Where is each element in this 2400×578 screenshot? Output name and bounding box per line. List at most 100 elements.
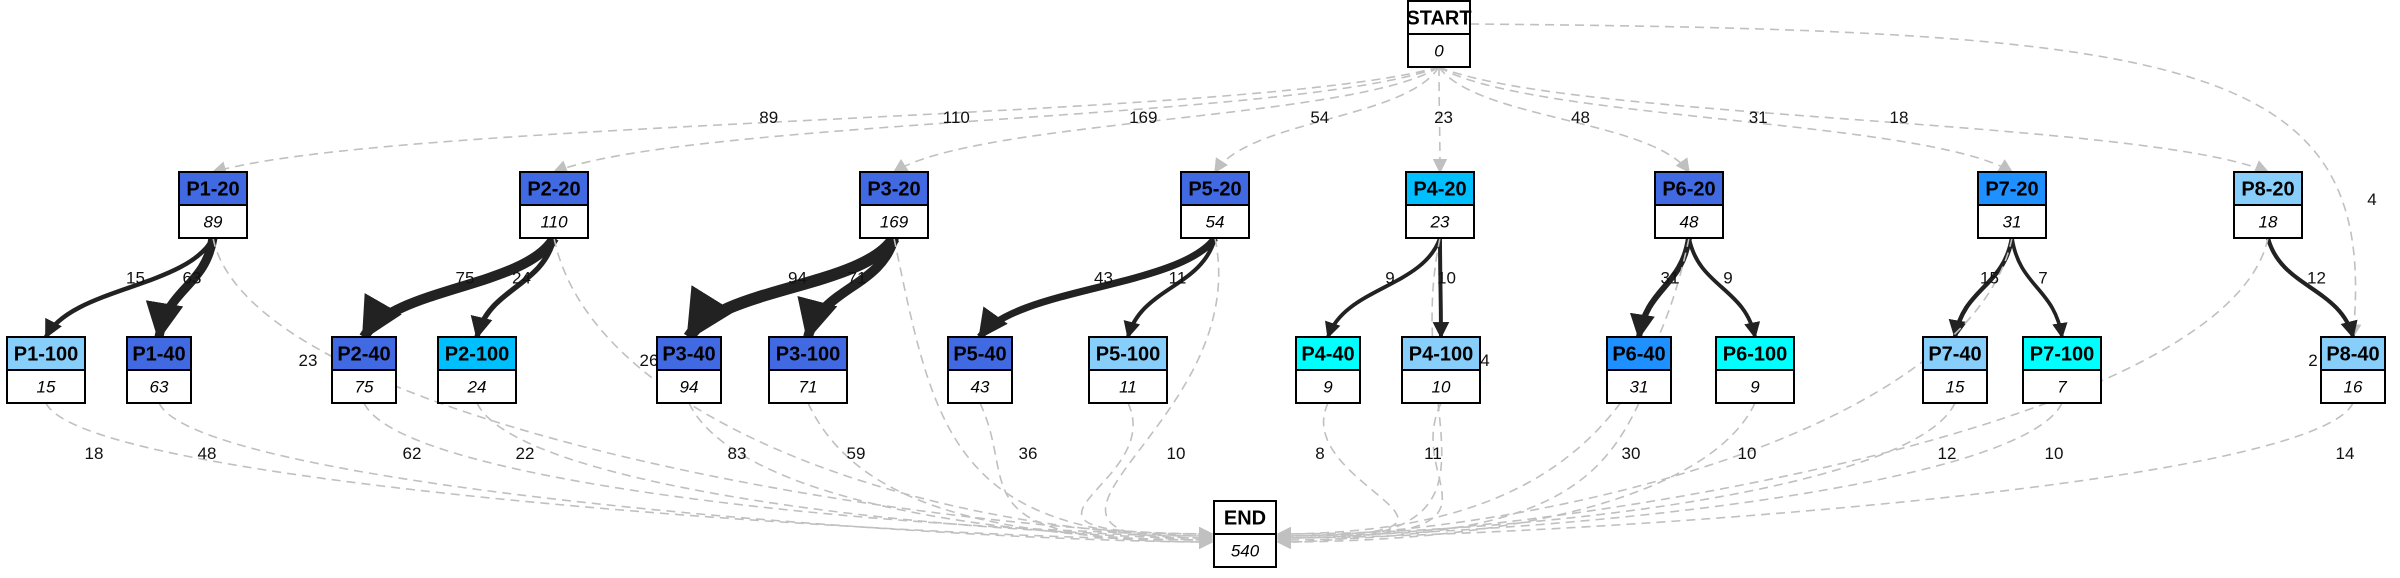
edge-p3-20-to-end <box>893 237 1214 546</box>
node-label: P3-100 <box>776 344 841 366</box>
node-label: P7-100 <box>2030 344 2095 366</box>
edge-label-p2-20-to-end: 26 <box>640 351 659 370</box>
node-body <box>2320 369 2386 404</box>
node-value: 15 <box>37 378 56 397</box>
node-label: START <box>1406 8 1471 30</box>
node-header <box>947 336 1013 371</box>
node-start: START 0 <box>1406 0 1472 68</box>
edge-p7-20-to-end <box>1276 237 2013 544</box>
edge-label-p3-20-to-p3-100: 71 <box>848 269 867 288</box>
node-body <box>1180 204 1250 239</box>
node-header <box>859 171 929 206</box>
edge-label-start-to-p1-20: 89 <box>759 108 778 127</box>
edge-p3-20-to-p3-100 <box>797 236 899 341</box>
node-value: 10 <box>1432 378 1451 397</box>
node-p5-40: P5-40 43 <box>947 336 1013 404</box>
node-body <box>178 204 248 239</box>
edge-p5-20-to-p5-100 <box>1123 237 1217 339</box>
edge-p8-20-to-end <box>1276 237 2269 546</box>
node-label: P5-40 <box>953 344 1006 366</box>
edge-start-to-p4-20 <box>1432 66 1448 174</box>
node-value: 11 <box>1119 378 1137 397</box>
node-p3-100: P3-100 71 <box>768 336 848 404</box>
edge-p8-20-to-p8-40 <box>2265 237 2358 339</box>
node-body <box>1405 204 1475 239</box>
node-body <box>1922 369 1988 404</box>
node-body <box>331 369 397 404</box>
node-value: 43 <box>971 378 990 397</box>
edge-label-p1-100-to-end: 18 <box>85 444 104 463</box>
edge-label-p6-40-to-end: 30 <box>1622 444 1641 463</box>
node-body <box>2022 369 2102 404</box>
edge-p2-20-to-p2-40 <box>359 235 559 341</box>
node-value: 71 <box>799 378 818 397</box>
edge-label-p1-20-to-p1-40: 63 <box>183 269 202 288</box>
edge-label-start-to-p3-20: 169 <box>1129 108 1157 127</box>
edge-p5-100-to-end <box>1080 402 1214 542</box>
node-body <box>1088 369 1168 404</box>
node-label: P5-20 <box>1188 179 1241 201</box>
edge-p2-40-to-end <box>363 402 1214 542</box>
edge-p3-40-to-end <box>688 402 1214 546</box>
edge-p1-100-to-end <box>45 402 1214 548</box>
node-header <box>1606 336 1672 371</box>
node-label: P1-40 <box>132 344 185 366</box>
node-value: 23 <box>1430 213 1450 232</box>
node-label: P2-20 <box>527 179 580 201</box>
edge-start-to-p8-20 <box>1438 66 2270 174</box>
edge-p5-40-to-end <box>979 402 1214 550</box>
node-value: 7 <box>2057 378 2067 397</box>
edge-p3-100-to-end <box>807 402 1214 548</box>
edge-label-p8-20-to-p8-40: 12 <box>2307 269 2326 288</box>
node-body <box>768 369 848 404</box>
edge-label-p2-20-to-p2-100: 24 <box>512 269 531 288</box>
edge-p5-20-to-p5-40 <box>977 235 1218 340</box>
edge-label-start-to-p6-20: 48 <box>1571 108 1590 127</box>
node-header <box>1654 171 1724 206</box>
edge-label-p8-20-to-end: 2 <box>2308 351 2317 370</box>
node-header <box>331 336 397 371</box>
edge-labels-layer: 8911016954234831184156323752426947127431… <box>85 108 2377 463</box>
edge-label-p5-20-to-p5-40: 43 <box>1094 269 1113 288</box>
edge-label-p5-20-to-p5-100: 11 <box>1169 269 1187 288</box>
edge-label-p7-20-to-p7-40: 15 <box>1980 269 1999 288</box>
node-value: 0 <box>1434 42 1444 61</box>
node-body <box>859 204 929 239</box>
edge-p4-40-to-end <box>1276 402 1399 544</box>
node-value: 94 <box>680 378 699 397</box>
node-body <box>1977 204 2047 239</box>
node-header <box>2320 336 2386 371</box>
nodes-layer: START0END540P1-2089P2-20110P3-20169P5-20… <box>6 0 2386 568</box>
edge-p2-100-to-end <box>476 402 1214 544</box>
edge-label-start-to-p8-40: 4 <box>2367 190 2376 209</box>
node-header <box>6 336 86 371</box>
edge-p1-20-to-p1-100 <box>44 236 215 339</box>
node-label: P5-100 <box>1096 344 1161 366</box>
node-value: 16 <box>2344 378 2363 397</box>
edge-label-start-to-p2-20: 110 <box>943 108 970 127</box>
edge-label-p4-40-to-end: 8 <box>1315 444 1324 463</box>
node-body <box>6 369 86 404</box>
edge-p6-100-to-end <box>1276 402 1756 550</box>
node-label: P6-40 <box>1612 344 1665 366</box>
edge-label-p2-100-to-end: 22 <box>516 444 535 463</box>
edge-label-p7-100-to-end: 10 <box>2045 444 2064 463</box>
node-body <box>1295 369 1361 404</box>
node-header <box>1295 336 1361 371</box>
node-label: P2-40 <box>337 344 390 366</box>
node-label: END <box>1224 508 1266 530</box>
edge-start-to-p8-40 <box>1469 23 2362 339</box>
node-value: 24 <box>467 378 487 397</box>
node-label: P3-40 <box>662 344 715 366</box>
edge-p2-20-to-p2-100 <box>470 237 557 340</box>
edge-label-p1-40-to-end: 48 <box>198 444 217 463</box>
node-label: P3-20 <box>867 179 920 201</box>
node-header <box>178 171 248 206</box>
